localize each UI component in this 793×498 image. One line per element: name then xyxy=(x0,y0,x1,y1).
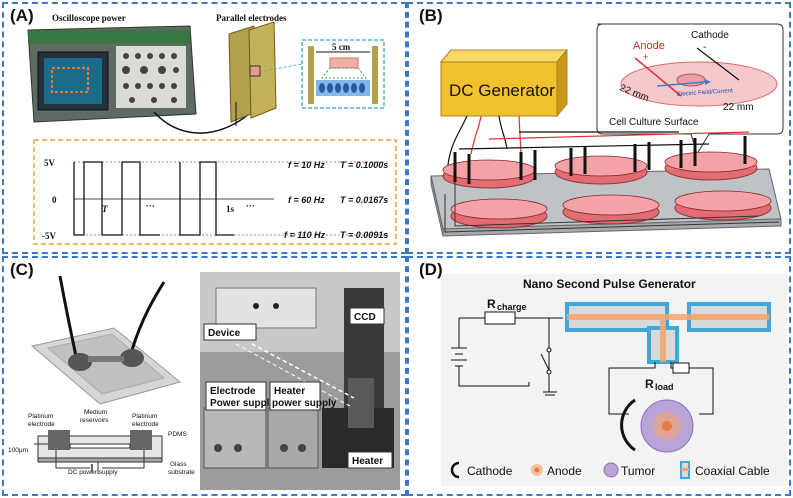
ccd-tag: CCD xyxy=(354,312,376,323)
panel-d: (D) Nano Second Pulse Generator R charge xyxy=(407,256,791,496)
thickness-label: 100μm xyxy=(8,447,28,454)
r-load-sub: load xyxy=(655,382,674,392)
period-mark: T xyxy=(102,204,108,214)
freq-1-t: T = 0.1000s xyxy=(340,160,388,170)
legend-cathode: Cathode xyxy=(467,464,513,478)
ellipsis-2: ··· xyxy=(246,201,255,211)
lab-setup-photo: Device CCD Electrode Power supply Heater… xyxy=(200,272,400,490)
dim-right: 22 mm xyxy=(723,102,754,113)
dc-generator-label: DC Generator xyxy=(449,81,555,100)
legend-coax: Coaxial Cable xyxy=(695,464,770,478)
tumor-electrode xyxy=(620,398,694,453)
platinum-left-1: Platinum xyxy=(28,413,53,420)
panel-a-label: (A) xyxy=(10,6,34,25)
schematic-drawing xyxy=(34,430,163,474)
oscilloscope-label: Oscilloscope power xyxy=(52,13,126,23)
inset-dimension: 5 cm xyxy=(332,42,351,52)
device-schematic: Platinum electrode Medium reservoirs Pla… xyxy=(8,409,195,476)
coaxial-cable xyxy=(565,302,771,364)
electrode-inset: 5 cm xyxy=(301,39,385,109)
y-tick-neg5v: -5V xyxy=(42,231,56,241)
glass-1: Glass xyxy=(170,461,187,468)
medium-1: Medium xyxy=(84,409,107,416)
panel-b-figure: DC Generator Anode + Cathode - 22 mm Ele… xyxy=(430,23,784,237)
field-label: Electric Field/Current xyxy=(677,88,734,98)
time-mark: 1s xyxy=(226,204,235,214)
square-wave xyxy=(73,161,234,236)
freq-3-t: T = 0.0091s xyxy=(340,230,388,240)
legend-tumor: Tumor xyxy=(621,464,655,478)
charging-circuit xyxy=(451,311,563,396)
microfluidic-device xyxy=(30,275,182,405)
r-load-r: R xyxy=(645,377,654,391)
freq-2-t: T = 0.0167s xyxy=(340,195,388,205)
electrodes-label: Parallel electrodes xyxy=(216,13,287,23)
legend: Cathode Anode Tumor Coaxial Cable xyxy=(450,461,770,479)
electrode-supply-1: Electrode xyxy=(210,386,256,397)
platinum-right-1: Platinum xyxy=(132,413,157,420)
panel-a-figure: Oscilloscope power Parallel electrodes xyxy=(27,13,397,245)
oscilloscope-device xyxy=(27,25,197,123)
heater-supply-1: Heater xyxy=(274,386,305,397)
waveform-box xyxy=(33,139,397,245)
heater-supply-2: power supply xyxy=(272,398,337,409)
y-tick-0: 0 xyxy=(52,195,57,205)
freq-2-f: f = 60 Hz xyxy=(288,195,325,205)
panel-d-label: (D) xyxy=(419,260,443,279)
glass-2: substrate xyxy=(168,469,195,476)
anode-sign: + xyxy=(643,52,648,62)
panel-b: (B) DC Generator Anode + Cathode - 22 mm… xyxy=(407,2,791,254)
ellipsis-1: ··· xyxy=(146,201,155,211)
surface-label: Cell Culture Surface xyxy=(609,117,699,128)
device-tag: Device xyxy=(208,328,241,339)
anode-label: Anode xyxy=(633,40,665,52)
electrode-supply-2: Power supply xyxy=(210,398,275,409)
panel-a: (A) Oscilloscope power Parallel electrod… xyxy=(2,2,407,254)
parallel-electrodes xyxy=(228,21,277,126)
load-circuit xyxy=(608,362,714,415)
panel-b-label: (B) xyxy=(419,6,443,25)
y-tick-5v: 5V xyxy=(44,158,56,168)
r-charge-r: R xyxy=(487,297,496,311)
panel-c-label: (C) xyxy=(10,260,34,279)
freq-3-f: f = 110 Hz xyxy=(284,230,326,240)
panel-c-figure: Platinum electrode Medium reservoirs Pla… xyxy=(8,272,400,490)
medium-2: reservoirs xyxy=(80,417,109,424)
r-charge-sub: charge xyxy=(497,302,527,312)
cathode-sign: - xyxy=(703,42,706,53)
platinum-right-2: electrode xyxy=(132,421,159,428)
platinum-left-2: electrode xyxy=(28,421,55,428)
panel-c: (C) Platinum electrode Medium reservoirs… xyxy=(2,256,407,496)
legend-anode: Anode xyxy=(547,464,582,478)
generator-title: Nano Second Pulse Generator xyxy=(523,277,696,291)
freq-1-f: f = 10 Hz xyxy=(288,160,325,170)
dc-generator: DC Generator xyxy=(439,48,569,118)
panel-d-figure: Nano Second Pulse Generator R charge xyxy=(441,274,787,486)
heater-tag: Heater xyxy=(352,456,383,467)
dc-supply-label: DC power supply xyxy=(68,469,118,476)
pdms-label: PDMS xyxy=(168,431,187,438)
cell-culture-callout: Anode + Cathode - 22 mm Electric Field/C… xyxy=(596,23,784,156)
cathode-label: Cathode xyxy=(691,30,729,41)
